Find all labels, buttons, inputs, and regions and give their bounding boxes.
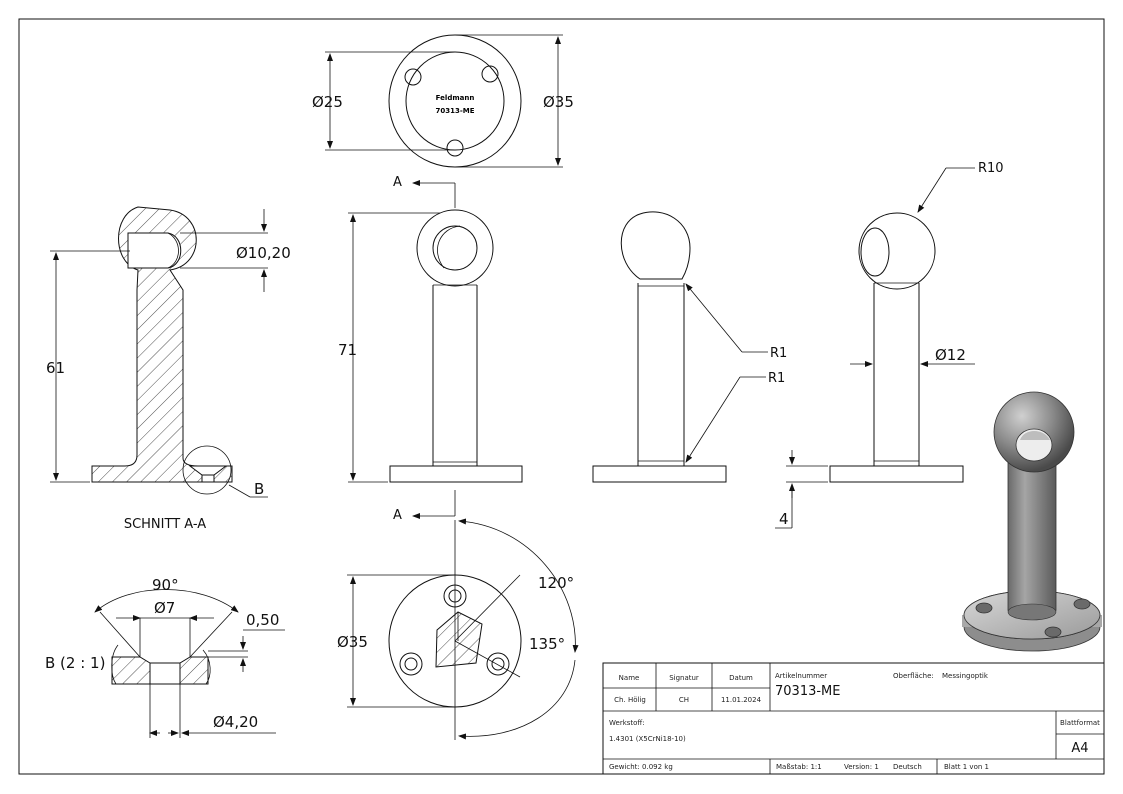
tb-sheet-format: A4 — [1071, 741, 1088, 756]
detail-dia-bottom: Ø4,20 — [213, 713, 258, 731]
detail-title: B (2 : 1) — [45, 654, 105, 672]
tb-header-signature: Signatur — [669, 674, 699, 682]
sheet-border — [18, 18, 1105, 775]
top-dia-inner: Ø25 — [312, 93, 343, 111]
detail-ref: B — [254, 480, 264, 498]
engrave-line1: Feldmann — [436, 94, 475, 102]
tb-header-date: Datum — [729, 674, 753, 682]
section-view: B 61 Ø10,20 SCHNITT A-A — [46, 206, 291, 532]
tb-material-label: Werkstoff: — [609, 719, 645, 727]
tb-header-article: Artikelnummer — [775, 672, 827, 680]
right-radius: R10 — [978, 161, 1004, 176]
tb-sheet: Blatt 1 von 1 — [944, 763, 989, 771]
tb-value-date: 11.01.2024 — [721, 696, 762, 704]
section-bore: Ø10,20 — [236, 244, 291, 262]
bottom-dia: Ø35 — [337, 633, 368, 651]
side-view: R1 R1 — [592, 211, 787, 483]
tb-header-surface: Oberfläche: — [893, 672, 934, 680]
tb-value-surface: Messingoptik — [942, 672, 989, 680]
detail-depth: 0,50 — [246, 611, 279, 629]
detail-dia-top: Ø7 — [154, 599, 175, 617]
right-view: R10 Ø12 4 — [775, 161, 1004, 529]
tb-value-article: 70313-ME — [775, 684, 840, 699]
bottom-view: 120° 135° Ø35 — [337, 518, 579, 740]
top-view: Feldmann 70313-ME Ø25 Ø35 — [312, 34, 574, 168]
tb-scale: Maßstab: 1:1 — [776, 763, 822, 771]
tb-weight: Gewicht: 0.092 kg — [609, 763, 673, 771]
engrave-line2: 70313-ME — [435, 107, 474, 115]
bottom-angle1: 120° — [538, 574, 574, 592]
tb-sheet-format-label: Blattformat — [1060, 719, 1100, 727]
title-block: Name Signatur Datum Ch. Hölig CH 11.01.2… — [602, 662, 1105, 775]
tb-header-name: Name — [619, 674, 640, 682]
side-radius2: R1 — [768, 371, 785, 386]
section-height: 61 — [46, 359, 65, 377]
tb-version: Version: 1 — [844, 763, 879, 771]
detail-view: 90° Ø7 0,50 Ø4,20 B (2 : 1) — [45, 576, 285, 738]
top-dia-outer: Ø35 — [543, 93, 574, 111]
iso-render — [962, 391, 1102, 652]
tb-value-name: Ch. Hölig — [614, 696, 646, 704]
right-base-thickness: 4 — [779, 510, 789, 528]
right-dia-tube: Ø12 — [935, 346, 966, 364]
section-mark-bottom: A — [393, 508, 402, 523]
section-title: SCHNITT A-A — [124, 517, 206, 532]
front-view: A 71 A — [338, 175, 523, 523]
tb-language: Deutsch — [893, 763, 922, 771]
side-radius1: R1 — [770, 346, 787, 361]
detail-angle: 90° — [152, 576, 179, 594]
front-height: 71 — [338, 341, 357, 359]
tb-material: 1.4301 (X5CrNi18-10) — [609, 735, 686, 743]
section-mark-top: A — [393, 175, 402, 190]
tb-value-signature: CH — [679, 696, 689, 704]
bottom-angle2: 135° — [529, 635, 565, 653]
